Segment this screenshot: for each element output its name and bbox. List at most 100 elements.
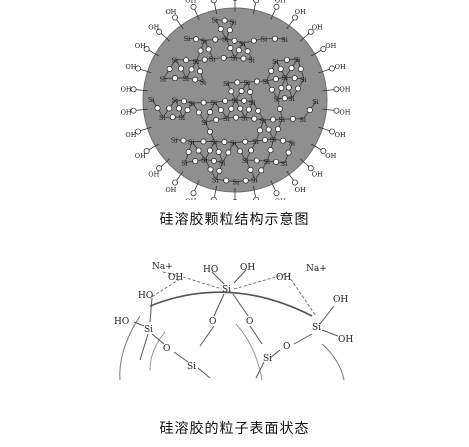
oxygen-atom	[268, 67, 275, 74]
silicon-label: Si	[181, 159, 188, 167]
hydroxyl-label: OH	[121, 86, 132, 94]
oxygen-atom	[192, 76, 198, 83]
particle-caption: 硅溶胶颗粒结构示意图	[159, 212, 310, 228]
silicon-label: Si	[288, 139, 295, 147]
oxygen-atom	[185, 149, 192, 155]
hydroxyl-oxygen	[232, 199, 238, 200]
silicon-label: Si	[278, 116, 285, 124]
bond-line	[233, 269, 247, 284]
label-na-left: Na+	[152, 262, 173, 272]
oxygen-atom	[238, 88, 245, 94]
bond-line	[321, 329, 339, 337]
oxygen-atom	[237, 148, 243, 155]
oxygen-atom	[240, 55, 247, 62]
hydroxyl-oxygen	[143, 148, 150, 154]
hydroxyl-oxygen	[273, 3, 280, 10]
hbond-line	[162, 271, 177, 276]
oxygen-atom	[201, 56, 208, 63]
oxygen-atom	[306, 107, 313, 113]
oxygen-atom	[200, 138, 207, 145]
oxygen-atom	[181, 98, 187, 105]
silicon-label: Si	[219, 159, 226, 167]
hydroxyl-label: OH	[165, 186, 176, 194]
hydroxyl-oxygen	[210, 0, 217, 4]
silicon-label: Si	[233, 179, 240, 187]
hydroxyl-label: OH	[339, 108, 350, 116]
oxygen-atom	[217, 26, 224, 33]
silicon-label: Si	[252, 138, 259, 146]
oxygen-atom	[234, 79, 241, 86]
oxygen-atom	[275, 126, 281, 133]
hydroxyl-oxygen	[329, 65, 335, 72]
silicon-label: Si	[223, 115, 230, 123]
hydroxyl-oxygen	[320, 46, 327, 52]
silicon-label: Si	[288, 95, 295, 103]
bond-line	[197, 367, 211, 379]
silicon-label: Si	[189, 100, 196, 108]
oxygen-atom	[192, 158, 199, 164]
hydroxyl-label: OH	[312, 171, 323, 179]
oxygen-atom	[207, 166, 214, 173]
oxygen-atom	[225, 149, 232, 156]
oxygen-atom	[253, 157, 260, 164]
silicon-label: Si	[212, 16, 219, 24]
hydroxyl-oxygen	[130, 107, 137, 114]
silicon-label: Si	[209, 55, 216, 63]
hydroxyl-label: OH	[135, 42, 146, 50]
oxygen-atom	[297, 66, 304, 72]
hydroxyl-oxygen	[307, 165, 314, 172]
label-o: O	[283, 342, 290, 352]
silicon-label: Si	[294, 56, 301, 64]
oxygen-atom	[183, 57, 190, 64]
hydroxyl-label: OH	[148, 23, 159, 31]
label-o: O	[163, 344, 170, 354]
hydroxyl-label: OH	[335, 131, 346, 139]
label-ho: HO	[114, 317, 129, 327]
hydroxyl-oxygen	[130, 86, 137, 93]
surface-arc-left	[119, 315, 141, 381]
silicon-label: Si	[223, 80, 230, 88]
oxygen-atom	[268, 86, 275, 93]
hydroxyl-label: OH	[275, 0, 286, 5]
silicon-label: Si	[262, 78, 269, 86]
oxygen-atom	[255, 107, 262, 114]
hydroxyl-oxygen	[232, 0, 238, 1]
hydroxyl-label: OH	[335, 63, 346, 71]
oxygen-atom	[223, 177, 230, 184]
silicon-label: Si	[270, 136, 277, 144]
hydroxyl-oxygen	[333, 107, 340, 114]
hydroxyl-oxygen	[172, 179, 178, 186]
surface-arc-inner-left	[149, 331, 166, 371]
hydroxyl-oxygen	[190, 190, 197, 197]
oxygen-atom	[169, 114, 176, 121]
silicon-label: Si	[159, 114, 166, 122]
hydroxyl-label: OH	[125, 131, 136, 139]
hydroxyl-label: OH	[121, 108, 132, 116]
oxygen-atom	[197, 47, 204, 54]
oxygen-atom	[281, 95, 288, 102]
oxygen-atom	[242, 138, 249, 145]
hydroxyl-label: OH	[275, 197, 286, 200]
oxygen-atom	[216, 167, 223, 174]
hydroxyl-oxygen	[210, 196, 217, 200]
oxygen-atom	[257, 127, 263, 134]
oxygen-atom	[176, 105, 182, 112]
oxygen-atom	[200, 99, 207, 106]
label-oh: OH	[168, 273, 183, 283]
oxygen-atom	[184, 107, 191, 113]
silicon-label: Si	[242, 157, 249, 165]
hydroxyl-label: OH	[185, 0, 196, 5]
silicon-label: Si	[251, 177, 258, 185]
label-ho: HO	[203, 265, 218, 275]
oxygen-atom	[289, 116, 296, 122]
surface-arc-outer	[149, 291, 313, 317]
label-si: Si	[144, 325, 153, 335]
oxygen-atom	[228, 88, 235, 95]
oxygen-atom	[195, 109, 202, 116]
oxygen-atom	[193, 36, 200, 43]
hydroxyl-oxygen	[292, 14, 298, 21]
bond-line	[213, 293, 225, 317]
oxygen-atom	[295, 85, 301, 92]
silicon-label: Si	[239, 40, 246, 48]
oxygen-atom	[178, 65, 184, 72]
